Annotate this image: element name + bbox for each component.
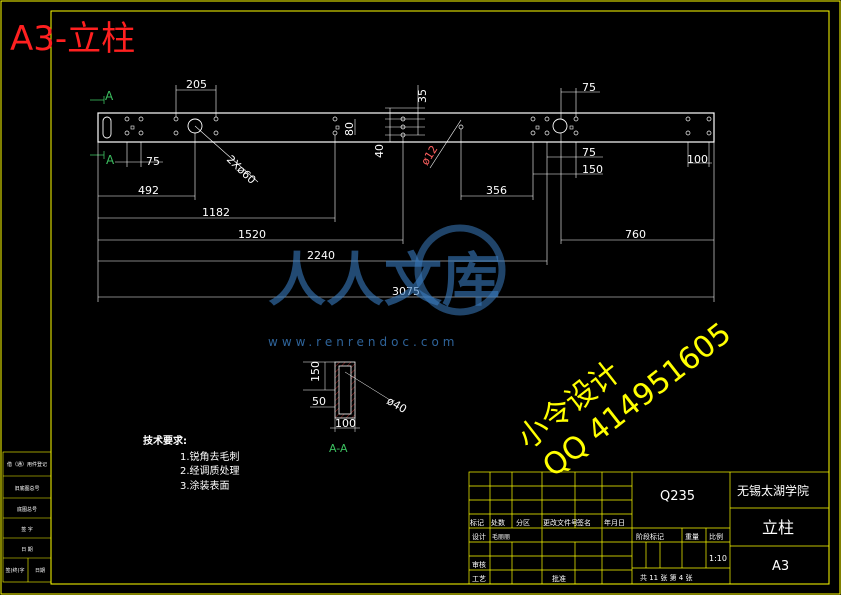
tb-material: Q235 <box>660 489 695 504</box>
hole-60-right <box>552 118 568 134</box>
section-mark-top: A <box>105 89 114 103</box>
tb-part-name: 立柱 <box>762 518 794 537</box>
dim-75-left: 75 <box>146 155 160 168</box>
tb-r-design: 设计 <box>472 532 486 541</box>
dim-2240: 2240 <box>307 249 335 262</box>
dim-760: 760 <box>625 228 646 241</box>
section-hole-40: ø40 <box>385 394 409 416</box>
dim-205: 205 <box>186 78 207 91</box>
tech-heading: 技术要求: <box>143 434 187 447</box>
dim-35: 35 <box>416 89 429 103</box>
strip-label-date: 日 期 <box>21 547 33 553</box>
tech-item-3: 3.涂装表面 <box>180 479 230 492</box>
dimension-lines <box>97 85 715 302</box>
tb-sheets: 共 11 张 第 4 张 <box>640 573 693 582</box>
main-view <box>97 112 715 143</box>
dim-40: 40 <box>373 144 386 158</box>
tb-r-approve: 批准 <box>552 574 566 583</box>
watermark-url: www.renrendoc.com <box>268 335 458 349</box>
sheet-title: A3-立柱 <box>10 19 135 59</box>
tech-item-1: 1.锐角去毛刺 <box>180 450 240 463</box>
dim-2x60: 2Xø60 <box>224 153 258 187</box>
tb-h-date: 年月日 <box>604 518 625 527</box>
section-dim-100: 100 <box>335 417 356 430</box>
section-dim-150: 150 <box>309 361 322 382</box>
section-dim-50: 50 <box>312 395 326 408</box>
tb-school: 无锡太湖学院 <box>737 483 809 498</box>
tb-sheet-size: A3 <box>772 559 789 574</box>
dim-150: 150 <box>582 163 603 176</box>
tb-scale: 1:10 <box>709 554 727 563</box>
tb-r-review: 审核 <box>472 560 486 569</box>
section-cut-mark <box>90 96 105 159</box>
tb-h-sign: 签名 <box>577 518 591 527</box>
tb-h-count: 处数 <box>491 518 505 527</box>
watermark: 人人文库 www.renrendoc.com <box>268 224 506 349</box>
slot-left <box>102 116 112 139</box>
dim-75-top: 75 <box>582 81 596 94</box>
dim-492: 492 <box>138 184 159 197</box>
strip-label-base: 底图总号 <box>17 506 37 513</box>
dim-80: 80 <box>343 122 356 136</box>
tb-h-mark: 标记 <box>470 518 484 527</box>
dim-hole-12: ø12 <box>419 143 441 167</box>
tb-h-scale: 比例 <box>709 532 723 541</box>
tb-h-stage: 阶段标记 <box>636 532 664 541</box>
strip-label-borrow: 借（通）用件登记 <box>7 461 47 468</box>
tb-designer: 毛丽丽 <box>492 533 510 541</box>
strip-label-final-sign: 签(终)字 <box>6 567 25 574</box>
strip-label-old-base: 旧底图总号 <box>14 485 39 492</box>
dim-3075: 3075 <box>392 285 420 298</box>
tb-h-zone: 分区 <box>516 518 530 527</box>
strip-label-final-date: 日期 <box>35 568 45 574</box>
section-view <box>303 361 391 432</box>
column-outline <box>97 112 715 143</box>
title-block <box>468 471 830 585</box>
dim-100: 100 <box>687 153 708 166</box>
dim-356: 356 <box>486 184 507 197</box>
tb-r-process: 工艺 <box>472 575 486 583</box>
inner-frame <box>50 10 830 585</box>
section-mark-bottom: A <box>106 153 115 167</box>
tech-item-2: 2.经调质处理 <box>180 464 240 477</box>
dim-1182: 1182 <box>202 206 230 219</box>
strip-label-sign: 签 字 <box>21 526 33 533</box>
dim-1520: 1520 <box>238 228 266 241</box>
left-info-strip <box>2 451 52 583</box>
watermark-text: 人人文库 <box>268 246 500 314</box>
dim-75-right: 75 <box>582 146 596 159</box>
tb-h-doc: 更改文件号 <box>543 518 578 527</box>
tb-h-weight: 重量 <box>685 533 699 541</box>
section-label: A-A <box>329 442 348 455</box>
